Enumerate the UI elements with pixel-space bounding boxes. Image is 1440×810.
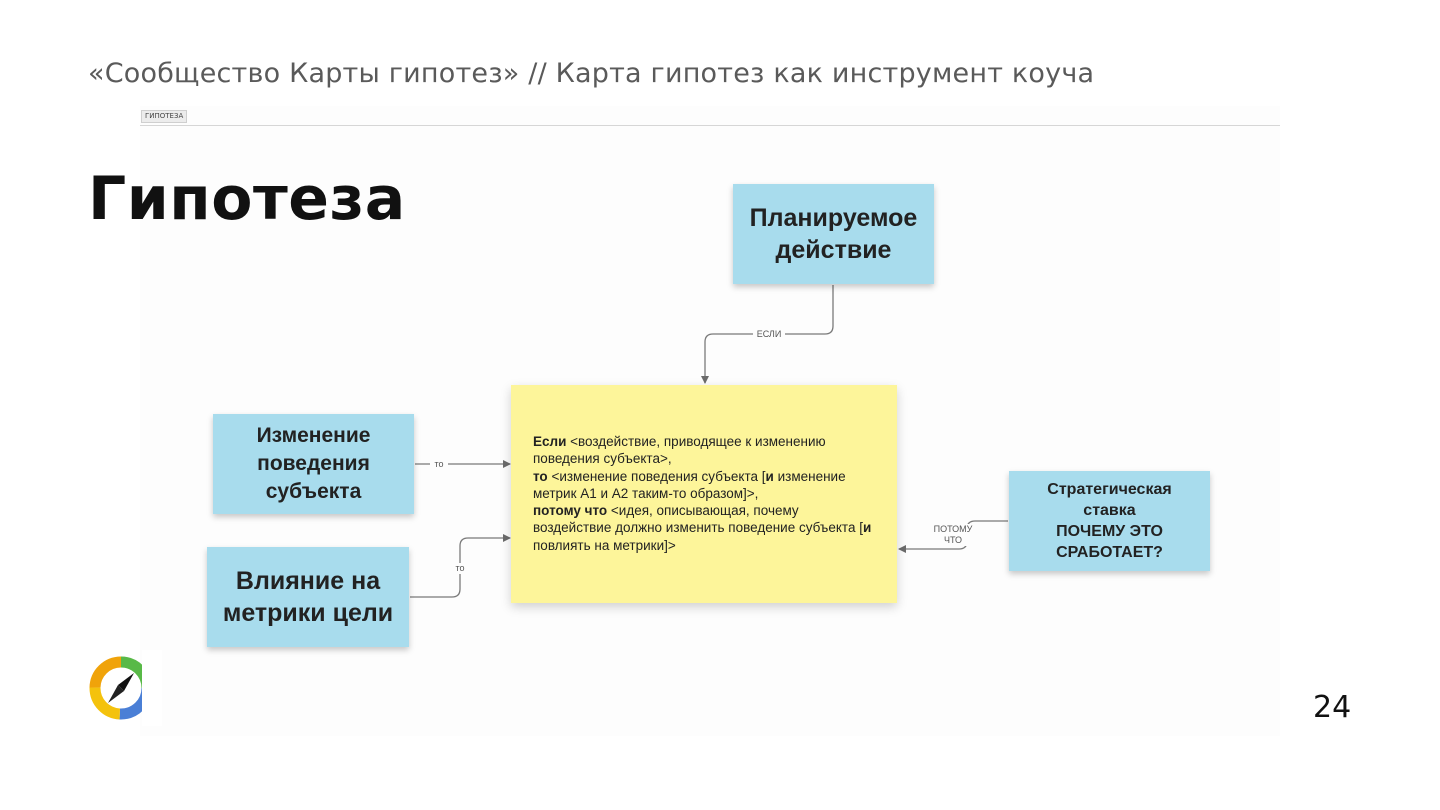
metrics-impact-box: Влияние на метрики цели — [207, 547, 409, 647]
connector-label-then-1: то — [430, 459, 448, 470]
keyword-then: то — [533, 468, 548, 484]
planned-action-box: Планируемое действие — [733, 184, 934, 284]
behavior-change-line-1: Изменение — [256, 424, 371, 447]
keyword-if: Если — [533, 434, 567, 449]
metrics-impact-line-2: метрики цели — [222, 599, 394, 627]
slide-header: «Сообщество Карты гипотез» // Карта гипо… — [88, 58, 1095, 89]
because-line-1: ПОТОМУ — [933, 524, 973, 534]
sticky-because-text-2: повлиять на метрики]> — [533, 537, 676, 553]
behavior-change-box: Изменение поведения субъекта — [213, 414, 414, 514]
strategic-bet-box: Стратегическая ставка ПОЧЕМУ ЭТО СРАБОТА… — [1009, 471, 1210, 571]
planned-action-line-2: действие — [775, 236, 892, 264]
behavior-change-line-2: поведения — [257, 452, 370, 475]
sticky-if-text: <воздействие, приводящее к изменению пов… — [533, 434, 826, 467]
hypothesis-sticky-note: Если <воздействие, приводящее к изменени… — [511, 385, 897, 603]
strategic-bet-line-2: ставка — [1083, 502, 1136, 519]
strategic-bet-line-4: СРАБОТАЕТ? — [1056, 544, 1163, 561]
logo-mask — [142, 650, 162, 726]
connector-label-because: ПОТОМУ ЧТО — [931, 524, 975, 546]
sticky-because-text: <идея, описывающая, почему воздействие д… — [533, 503, 863, 536]
behavior-change-line-3: субъекта — [265, 480, 362, 503]
connector-label-if: ЕСЛИ — [753, 329, 785, 340]
keyword-and-2: и — [862, 520, 872, 536]
page-number: 24 — [1313, 690, 1352, 725]
frame-tag: ГИПОТЕЗА — [141, 110, 188, 123]
frame-divider — [140, 125, 1280, 126]
strategic-bet-line-3: ПОЧЕМУ ЭТО — [1056, 523, 1163, 540]
metrics-impact-line-1: Влияние на — [235, 567, 381, 595]
sticky-then-text-2: изменение метрик А1 и А2 таким-то образо… — [533, 468, 846, 501]
strategic-bet-line-1: Стратегическая — [1047, 481, 1172, 498]
sticky-then-text: <изменение поведения субъекта [ — [547, 468, 766, 484]
keyword-and-1: и — [765, 468, 774, 484]
because-line-2: ЧТО — [943, 535, 963, 545]
planned-action-line-1: Планируемое — [749, 204, 918, 232]
connector-label-then-2: то — [452, 563, 468, 574]
keyword-because: потому что — [533, 503, 608, 519]
slide-title: Гипотеза — [88, 164, 406, 234]
